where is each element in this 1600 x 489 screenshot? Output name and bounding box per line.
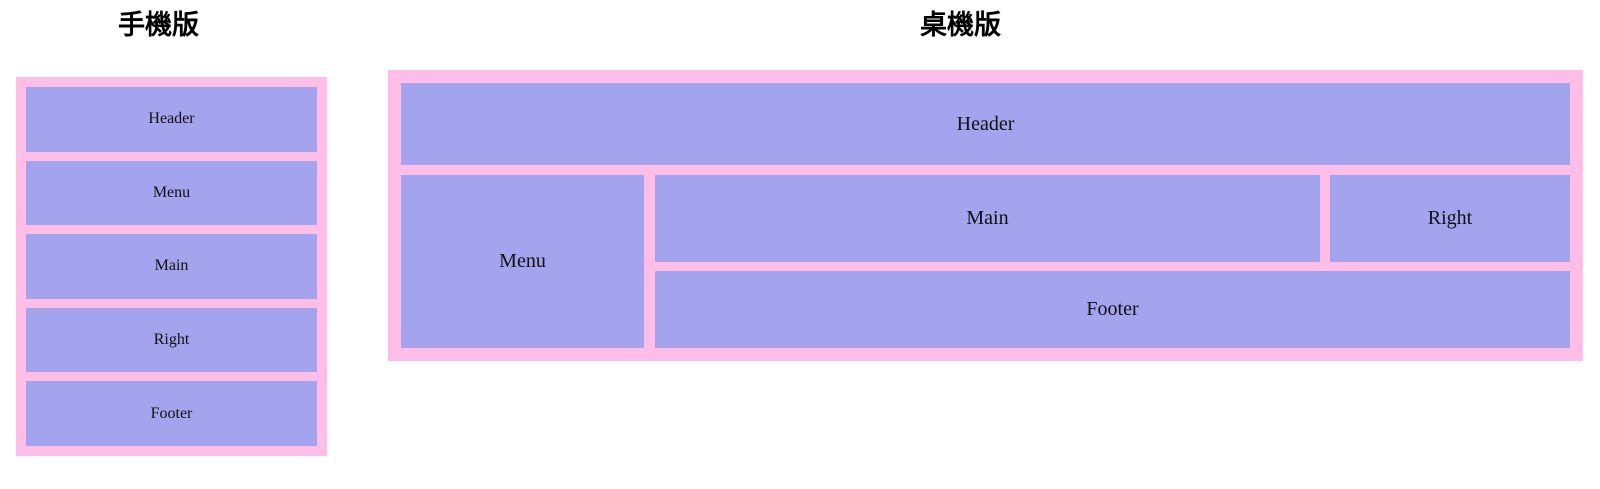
- desktop-block-menu: Menu: [401, 175, 644, 348]
- mobile-block-menu-label: Menu: [152, 183, 191, 201]
- mobile-block-right-label: Right: [153, 331, 190, 349]
- mobile-block-header-label: Header: [148, 110, 195, 128]
- desktop-content-column: Main Right Footer: [655, 175, 1570, 348]
- mobile-block-main-label: Main: [154, 257, 189, 275]
- mobile-block-right: Right: [26, 307, 317, 373]
- desktop-block-right-label: Right: [1427, 207, 1473, 229]
- desktop-block-main-label: Main: [966, 207, 1009, 229]
- mobile-block-header: Header: [26, 87, 317, 152]
- mobile-block-menu: Menu: [26, 160, 317, 226]
- desktop-body-row: Menu Main Right Footer: [401, 175, 1570, 348]
- mobile-wireframe: Header Menu Main Right Footer: [16, 77, 327, 456]
- desktop-block-header: Header: [401, 83, 1570, 165]
- desktop-title: 桌機版: [920, 10, 1001, 40]
- mobile-title: 手機版: [118, 10, 199, 40]
- desktop-block-footer-label: Footer: [1086, 298, 1139, 320]
- desktop-block-menu-label: Menu: [499, 250, 546, 272]
- desktop-wireframe: Header Menu Main Right Footer: [388, 70, 1583, 361]
- desktop-main-row: Main Right: [655, 175, 1570, 262]
- mobile-block-footer-label: Footer: [150, 404, 193, 422]
- mobile-block-main: Main: [26, 234, 317, 299]
- desktop-block-header-label: Header: [956, 112, 1015, 135]
- desktop-block-footer: Footer: [655, 271, 1570, 348]
- mobile-block-footer: Footer: [26, 381, 317, 446]
- desktop-block-right: Right: [1330, 175, 1570, 262]
- desktop-block-main: Main: [655, 175, 1320, 262]
